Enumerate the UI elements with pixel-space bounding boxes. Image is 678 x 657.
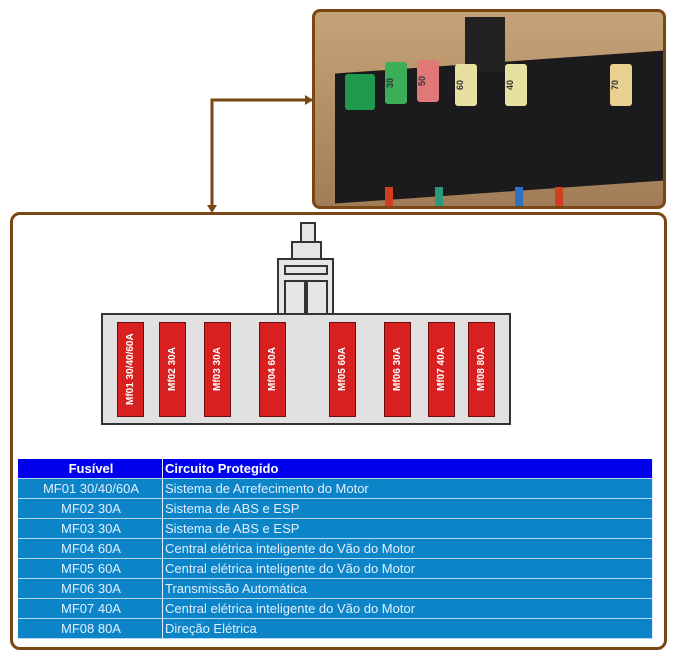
- fuse-mf02: Mf02 30A: [159, 322, 186, 417]
- circuit-cell: Transmissão Automática: [162, 578, 653, 599]
- relay: [465, 17, 505, 72]
- fuse-cell: MF05 60A: [18, 558, 163, 579]
- fuse-mf01: Mf01 30/40/60A: [117, 322, 144, 417]
- fuse-mf08: Mf08 80A: [468, 322, 495, 417]
- diagram-frame: [10, 212, 667, 650]
- header-circuito: Circuito Protegido: [162, 459, 653, 479]
- circuit-cell: Central elétrica inteligente do Vão do M…: [162, 538, 653, 559]
- fuse-mf04: Mf04 60A: [259, 322, 286, 417]
- fuse-box-photo: 30 50 60 40 70: [312, 9, 666, 209]
- fuse-cell: MF08 80A: [18, 618, 163, 639]
- fuse-table: Fusível Circuito Protegido MF01 30/40/60…: [18, 459, 653, 639]
- circuit-cell: Sistema de ABS e ESP: [162, 518, 653, 539]
- fuse-mf07: Mf07 40A: [428, 322, 455, 417]
- circuit-cell: Sistema de ABS e ESP: [162, 498, 653, 519]
- fuse-cell: MF07 40A: [18, 598, 163, 619]
- fuse-cell: MF04 60A: [18, 538, 163, 559]
- fuse-mf05: Mf05 60A: [329, 322, 356, 417]
- relay-body: [277, 258, 334, 317]
- header-fusivel: Fusível: [18, 459, 163, 479]
- fuse-cell: MF01 30/40/60A: [18, 478, 163, 499]
- fuse-mf06: Mf06 30A: [384, 322, 411, 417]
- fuse-cell: MF06 30A: [18, 578, 163, 599]
- circuit-cell: Central elétrica inteligente do Vão do M…: [162, 558, 653, 579]
- circuit-cell: Direção Elétrica: [162, 618, 653, 639]
- fuse-cell: MF02 30A: [18, 498, 163, 519]
- fuse-cell: MF03 30A: [18, 518, 163, 539]
- circuit-cell: Sistema de Arrefecimento do Motor: [162, 478, 653, 499]
- circuit-cell: Central elétrica inteligente do Vão do M…: [162, 598, 653, 619]
- fuse-mf03: Mf03 30A: [204, 322, 231, 417]
- table-header: Fusível Circuito Protegido: [18, 459, 653, 479]
